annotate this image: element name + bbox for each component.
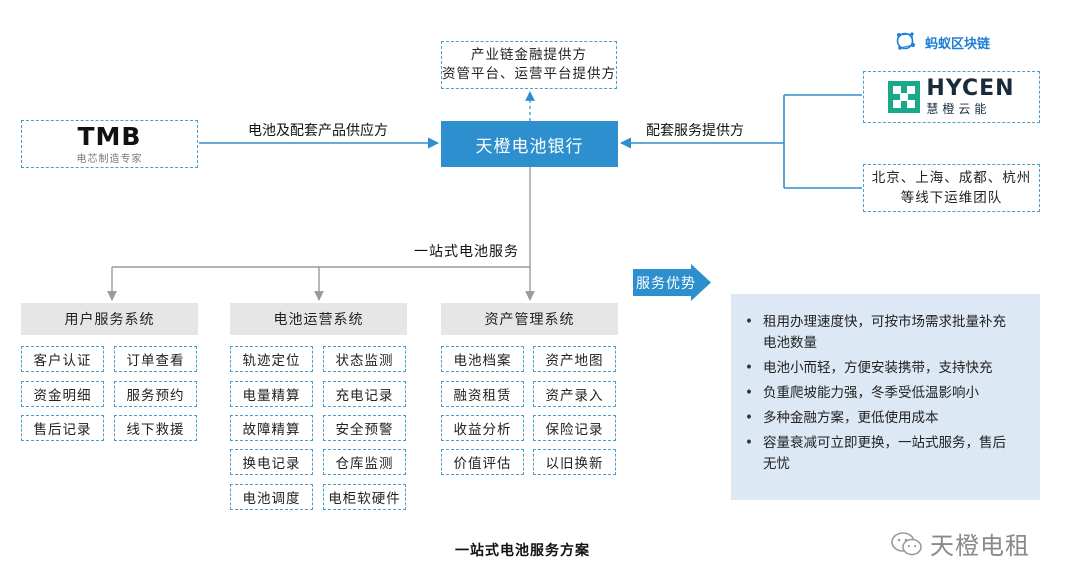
feature-finance-lease: 融资租赁 — [441, 381, 524, 407]
finance-provider-line2: 资管平台、运营平台提供方 — [442, 66, 616, 82]
feature-battery-dispatch: 电池调度 — [230, 484, 313, 510]
battery-ops-system-header: 电池运营系统 — [230, 303, 407, 335]
feature-asset-map: 资产地图 — [533, 346, 616, 372]
one-stop-service-label: 一站式电池服务 — [414, 244, 519, 260]
finance-provider-line1: 产业链金融提供方 — [471, 47, 587, 63]
feature-fund-detail: 资金明细 — [21, 381, 104, 407]
feature-revenue-analysis: 收益分析 — [441, 415, 524, 441]
feature-warehouse-monitor: 仓库监测 — [323, 449, 406, 475]
feature-order-view: 订单查看 — [114, 346, 197, 372]
feature-track-location: 轨迹定位 — [230, 346, 313, 372]
feature-cabinet-hw-sw: 电柜软硬件 — [323, 484, 406, 510]
advantage-tag-label: 服务优势 — [636, 276, 696, 292]
figure-caption: 一站式电池服务方案 — [455, 543, 590, 559]
offline-team-box: 北京、上海、成都、杭州 等线下运维团队 — [863, 164, 1040, 212]
ant-blockchain-logo: 蚂蚁区块链 — [893, 29, 990, 55]
ant-blockchain-icon — [896, 32, 915, 50]
advantages-panel: 租用办理速度快，可按市场需求批量补充电池数量 电池小而轻，方便安装携带，支持快充… — [731, 294, 1040, 500]
finance-provider-box: 产业链金融提供方 资管平台、运营平台提供方 — [441, 41, 617, 89]
feature-swap-record: 换电记录 — [230, 449, 313, 475]
watermark-text: 天橙电租 — [930, 532, 1030, 560]
feature-charge-record: 充电记录 — [323, 381, 406, 407]
ant-blockchain-label: 蚂蚁区块链 — [925, 36, 991, 52]
offline-team-line2: 等线下运维团队 — [900, 190, 1003, 206]
feature-value-assess: 价值评估 — [441, 449, 524, 475]
advantage-item: 负重爬坡能力强，冬季受低温影响小 — [745, 383, 1016, 404]
feature-customer-auth: 客户认证 — [21, 346, 104, 372]
feature-trade-in: 以旧换新 — [533, 449, 616, 475]
tmb-partner-box: TMB 电芯制造专家 — [21, 120, 198, 168]
supplier-edge-label: 电池及配套产品供应方 — [248, 123, 388, 139]
feature-power-calc: 电量精算 — [230, 381, 313, 407]
battery-bank-node: 天橙电池银行 — [441, 121, 618, 167]
hycen-text-group: HYCEN 慧橙云能 — [926, 75, 1015, 117]
feature-battery-archive: 电池档案 — [441, 346, 524, 372]
hycen-logo-icon — [888, 81, 921, 113]
service-edge-label: 配套服务提供方 — [646, 123, 744, 139]
feature-status-monitor: 状态监测 — [323, 346, 406, 372]
tmb-logo: TMB — [77, 121, 142, 151]
advantage-item: 容量衰减可立即更换，一站式服务，售后无忧 — [745, 433, 1016, 475]
feature-safety-alert: 安全预警 — [323, 415, 406, 441]
asset-mgmt-system-header: 资产管理系统 — [441, 303, 618, 335]
advantage-item: 电池小而轻，方便安装携带，支持快充 — [745, 358, 1016, 379]
tmb-subtitle: 电芯制造专家 — [76, 153, 143, 165]
battery-bank-label: 天橙电池银行 — [475, 136, 584, 157]
feature-fault-calc: 故障精算 — [230, 415, 313, 441]
wechat-icon — [891, 531, 922, 555]
hycen-logo-text: HYCEN — [926, 75, 1015, 101]
feature-insurance-record: 保险记录 — [533, 415, 616, 441]
advantage-item: 租用办理速度快，可按市场需求批量补充电池数量 — [745, 312, 1016, 354]
feature-offline-rescue: 线下救援 — [114, 415, 197, 441]
user-service-system-header: 用户服务系统 — [21, 303, 198, 335]
advantages-list: 租用办理速度快，可按市场需求批量补充电池数量 电池小而轻，方便安装携带，支持快充… — [745, 312, 1016, 475]
hycen-partner-box: HYCEN 慧橙云能 — [863, 71, 1040, 123]
advantage-tag-arrow — [633, 264, 711, 301]
hycen-subtitle: 慧橙云能 — [926, 101, 991, 116]
offline-team-line1: 北京、上海、成都、杭州 — [871, 170, 1032, 186]
feature-after-sales: 售后记录 — [21, 415, 104, 441]
advantage-item: 多种金融方案，更低使用成本 — [745, 408, 1016, 429]
feature-asset-entry: 资产录入 — [533, 381, 616, 407]
feature-service-booking: 服务预约 — [114, 381, 197, 407]
wechat-watermark: 天橙电租 — [890, 526, 1030, 561]
